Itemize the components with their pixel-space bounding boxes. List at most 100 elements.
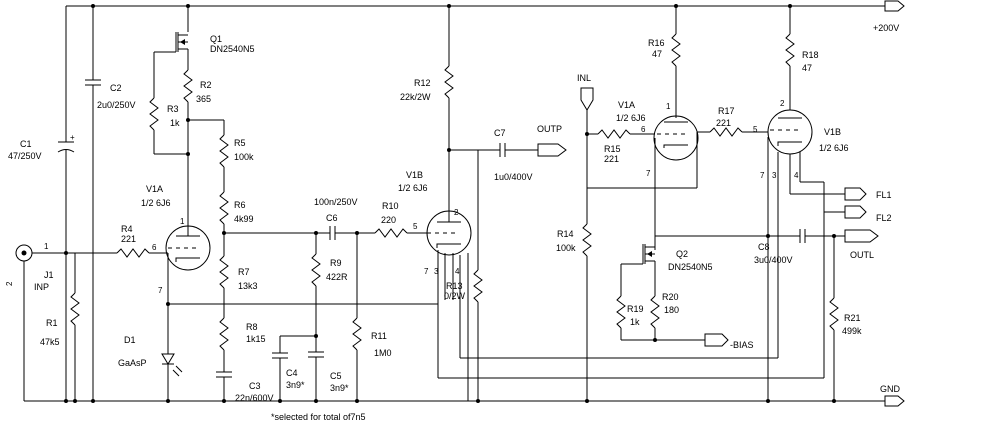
junctions [64,4,836,403]
c8-ref: C8 [758,242,770,252]
r11-value: 1M0 [374,348,392,358]
ground-label: GND [880,384,901,394]
r18-value: 47 [802,63,812,73]
r9-value: 422R [326,272,348,282]
ground-port[interactable] [884,395,905,407]
input-connector-j1[interactable]: 1 2 J1 INP [5,242,117,401]
r16-ref: R16 [648,38,665,48]
r13-ref: R13 [446,281,463,291]
resistor-r3: R3 1k [149,52,188,155]
r5-ref: R5 [234,138,246,148]
c1-value: 47/250V [8,151,42,161]
c4-ref: C4 [286,368,298,378]
resistor-r6: R6 4k99 [219,191,330,256]
outp-port[interactable]: OUTP [537,124,567,157]
tube-v1b-mid: 2 5 7 3 4 V1B 1/2 6J6 [398,6,472,401]
v1b-mid-ref: V1B [406,170,423,180]
capacitor-c4: C4 3n9* [272,334,318,401]
c6-ref: C6 [326,213,338,223]
v1a-left-pin1: 1 [180,217,185,226]
c2-value: 2u0/250V [97,100,136,110]
r19-ref: R19 [627,304,644,314]
v1b-mid-pin3: 3 [434,267,439,276]
outl-port[interactable]: OUTL [844,229,879,260]
outl-label: OUTL [850,250,874,260]
r20-value: 180 [664,305,679,315]
j1-pin1: 1 [44,242,49,251]
fl2-label: FL2 [876,213,892,223]
r5-value: 100k [234,152,254,162]
fl2-port[interactable]: FL2 [438,182,892,379]
capacitor-c2: C2 2u0/250V [85,6,136,401]
v1b-right-pin7: 7 [760,171,765,180]
resistor-r11: R11 1M0 [352,233,392,401]
resistor-r2: R2 365 [183,69,224,220]
resistor-r14: R14 100k [556,223,592,401]
d1-ref: D1 [124,335,136,345]
supply-label: +200V [873,23,899,33]
r15-value: 221 [604,154,619,164]
v1b-mid-part: 1/2 6J6 [398,183,428,193]
led-d1: D1 GaAsP [118,304,183,401]
footnote: *selected for total of7n5 [271,412,366,422]
bias-port[interactable]: -BIAS [704,333,754,350]
resistor-r17: R17 221 [709,106,768,137]
r14-ref: R14 [557,229,574,239]
c5-ref: C5 [330,371,342,381]
r1-ref: R1 [46,318,58,328]
v1b-right-part: 1/2 6J6 [819,143,849,153]
tube-v1a-left: 1 6 7 V1A 1/2 6J6 [141,184,438,306]
v1b-mid-pin2: 2 [454,208,459,217]
q1-ref: Q1 [210,34,222,44]
resistor-r13: R13 0/2W [444,149,483,401]
r8-value: 1k15 [246,334,266,344]
r19-value: 1k [630,317,640,327]
capacitor-c5: C5 3n9* [308,351,349,401]
supply-rail: +200V [66,0,905,33]
ground-rail: GND [24,384,905,407]
mosfet-q1: Q1 DN2540N5 [154,6,255,70]
inl-port[interactable]: INL [577,73,594,224]
capacitor-c3: C3 22n/600V [216,371,274,403]
r18-ref: R18 [802,50,819,60]
resistor-r12: R12 22k/2W [400,65,454,152]
v1a-right-pin6: 6 [641,125,646,134]
j1-name: INP [34,282,49,292]
r4-value: 221 [121,234,136,244]
c7-ref: C7 [494,128,506,138]
v1b-mid-pin7: 7 [424,267,429,276]
r1-value: 47k5 [40,337,60,347]
c5-value: 3n9* [330,383,349,393]
resistor-r10: R10 220 [374,201,427,238]
fl1-port[interactable]: FL1 [844,187,892,201]
resistor-r5: R5 100k [219,120,254,192]
r21-value: 499k [842,326,862,336]
r7-ref: R7 [238,267,250,277]
svg-text:+: + [70,133,75,142]
tube-v1b-right: 2 5 7 3 4 V1B 1/2 6J6 [753,99,849,401]
c8-value: 3u0/400V [754,255,793,265]
r17-value: 221 [716,118,731,128]
j1-pin2: 2 [5,281,14,286]
c6-value: 100n/250V [314,197,358,207]
c2-ref: C2 [110,83,122,93]
r3-ref: R3 [167,104,179,114]
v1b-right-pin5: 5 [753,125,758,134]
resistor-r9: R9 422R [311,233,348,352]
resistor-r20: R20 180 [650,292,679,340]
r13-value: 0/2W [444,291,466,301]
resistor-r1: R1 47k5 [40,253,80,401]
capacitor-c8: C8 3u0/400V [754,229,845,265]
v1a-left-ref: V1A [146,184,163,194]
mosfet-q2: Q2 DN2540N5 [620,234,778,296]
r10-value: 220 [381,215,396,225]
resistor-r16: R16 47 [648,6,681,118]
r6-ref: R6 [234,200,246,210]
c7-value: 1u0/400V [494,172,533,182]
capacitor-c7: C7 1u0/400V [478,128,538,182]
r20-ref: R20 [662,292,679,302]
supply-port[interactable] [884,0,905,12]
resistor-r8: R8 1k15 [219,317,266,372]
